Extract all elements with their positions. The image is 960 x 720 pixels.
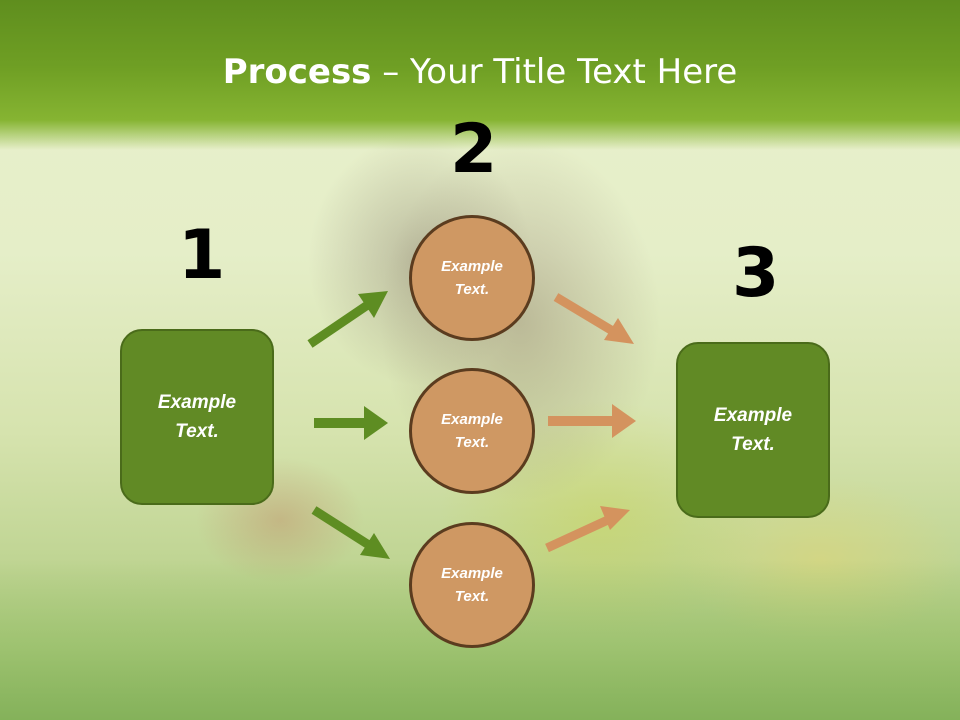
step-box-left-label: Example Text. bbox=[157, 392, 237, 442]
arrow-left-to-bottom bbox=[311, 506, 390, 559]
title-strong: Process bbox=[222, 52, 372, 92]
arrow-top-to-right bbox=[553, 293, 634, 344]
step-circle-middle: Example Text. bbox=[409, 368, 535, 494]
title-rest: – Your Title Text Here bbox=[371, 52, 738, 92]
step-circle-bottom: Example Text. bbox=[409, 522, 535, 648]
step-number-1: 1 bbox=[178, 216, 226, 295]
arrow-left-to-middle bbox=[314, 406, 388, 440]
step-box-left: Example Text. bbox=[120, 329, 274, 505]
step-box-right-label: Example Text. bbox=[713, 405, 793, 455]
step-number-2: 2 bbox=[450, 110, 498, 189]
step-box-right: Example Text. bbox=[676, 342, 830, 518]
header-band bbox=[0, 0, 960, 150]
arrow-middle-to-right bbox=[548, 404, 636, 438]
arrow-bottom-to-right bbox=[545, 506, 630, 553]
step-circle-top: Example Text. bbox=[409, 215, 535, 341]
step-circle-bottom-label: Example Text. bbox=[441, 565, 503, 605]
step-circle-middle-label: Example Text. bbox=[441, 411, 503, 451]
arrow-left-to-top bbox=[307, 291, 388, 348]
step-circle-top-label: Example Text. bbox=[441, 258, 503, 298]
slide-title: Process – Your Title Text Here bbox=[0, 52, 960, 92]
step-number-3: 3 bbox=[732, 234, 780, 313]
